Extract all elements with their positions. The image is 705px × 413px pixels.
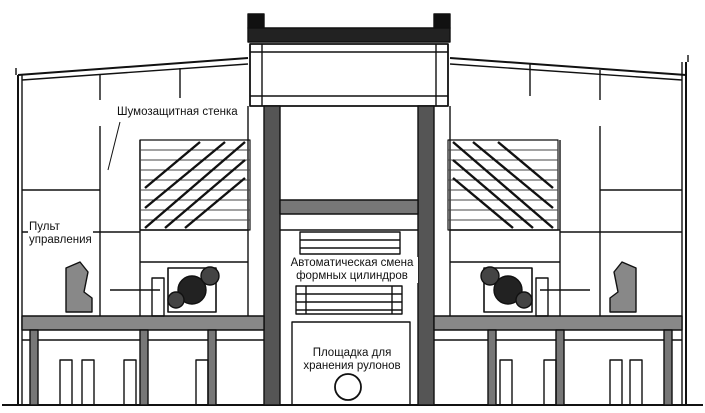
- leader-line-noise-wall: [107, 121, 121, 171]
- label-roll-storage-line2: хранения рулонов: [303, 360, 401, 372]
- roof-left: [17, 57, 249, 100]
- roof-right: [449, 57, 687, 100]
- basement-boxes: [59, 359, 643, 406]
- label-auto-cylinder-change-line2: формных цилиндров: [296, 270, 408, 282]
- press-unit-right: [447, 139, 637, 317]
- plate-cylinder-changer: [295, 231, 403, 315]
- press-unit-left: [65, 139, 251, 317]
- label-control-panel-line2: управления: [29, 234, 92, 246]
- label-auto-cylinder-change: Автоматическая смена формных цилиндров: [286, 257, 418, 283]
- label-control-panel-line1: Пульт: [29, 221, 60, 233]
- label-roll-storage-line1: Площадка для: [312, 347, 392, 359]
- label-roll-storage: Площадка для хранения рулонов: [298, 347, 406, 373]
- label-control-panel: Пульт управления: [28, 221, 93, 247]
- central-columns: [263, 105, 435, 406]
- basement-columns: [29, 329, 673, 406]
- floor-slab: [21, 315, 683, 341]
- central-tower: [247, 13, 451, 107]
- label-noise-wall: Шумозащитная стенка: [116, 106, 239, 119]
- label-auto-cylinder-change-line1: Автоматическая смена: [290, 257, 414, 269]
- outer-walls: [15, 55, 689, 405]
- paper-roll: [334, 373, 362, 401]
